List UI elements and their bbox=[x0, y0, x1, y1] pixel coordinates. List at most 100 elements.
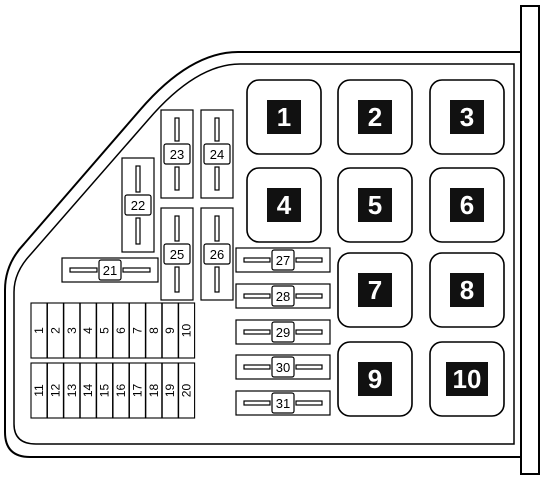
mini-fuse-2: 2 bbox=[46, 302, 64, 359]
mini-fuse-number: 1 bbox=[32, 327, 46, 334]
relay-number: 6 bbox=[460, 190, 474, 220]
relay-label-box bbox=[358, 273, 392, 307]
mini-fuse-slot bbox=[178, 362, 196, 419]
fuse-blade bbox=[214, 215, 220, 242]
mini-fuse-number: 4 bbox=[81, 327, 95, 334]
mini-fuse-number: 3 bbox=[65, 327, 79, 334]
mini-fuse-8: 8 bbox=[145, 302, 163, 359]
mini-fuse-4: 4 bbox=[79, 302, 97, 359]
mini-fuse-number: 5 bbox=[98, 327, 112, 334]
relay-label-box bbox=[450, 273, 484, 307]
relay-4: 4 bbox=[246, 167, 322, 243]
relay-label-box bbox=[267, 188, 301, 222]
fuse-label-box bbox=[271, 285, 295, 307]
mini-fuse-number: 11 bbox=[32, 384, 46, 397]
fuse-label-box bbox=[271, 321, 295, 343]
mini-fuse-number: 19 bbox=[163, 384, 177, 398]
mini-fuse-1: 1 bbox=[30, 302, 48, 359]
mini-fuse-slot bbox=[178, 302, 196, 359]
fuse-box-inner-panel bbox=[13, 63, 515, 445]
relay-5: 5 bbox=[337, 167, 413, 243]
fuse-label-box bbox=[124, 194, 152, 216]
mini-fuse-number: 6 bbox=[114, 327, 128, 334]
fuse-blade bbox=[69, 267, 98, 273]
mini-fuse-number: 9 bbox=[163, 327, 177, 334]
relay-9: 9 bbox=[337, 341, 413, 417]
mini-fuse-13: 13 bbox=[63, 362, 81, 419]
relay-number: 3 bbox=[460, 102, 474, 132]
fuse-label-box bbox=[271, 392, 295, 414]
mounting-bracket bbox=[520, 5, 540, 475]
mini-fuse-17: 17 bbox=[128, 362, 146, 419]
relay-label-box bbox=[358, 188, 392, 222]
fuse-blade bbox=[295, 257, 323, 263]
fuse-number: 21 bbox=[103, 263, 117, 278]
mini-fuse-11: 11 bbox=[30, 362, 48, 419]
fuse-number: 25 bbox=[170, 247, 184, 262]
fuse-29: 29 bbox=[235, 319, 331, 345]
fuse-blade bbox=[243, 293, 271, 299]
fuse-blade bbox=[135, 165, 141, 193]
fuse-31: 31 bbox=[235, 390, 331, 416]
mini-fuse-18: 18 bbox=[145, 362, 163, 419]
fuse-label-box bbox=[271, 356, 295, 378]
fuse-label-box bbox=[98, 259, 122, 281]
relay-6: 6 bbox=[429, 167, 505, 243]
fuse-blade bbox=[243, 364, 271, 370]
fuse-blade bbox=[174, 166, 180, 191]
fuse-number: 28 bbox=[276, 289, 290, 304]
fuse-label-box bbox=[163, 143, 191, 165]
relay-label-box bbox=[267, 100, 301, 134]
fuse-blade bbox=[174, 215, 180, 242]
mini-fuse-number: 14 bbox=[81, 384, 95, 398]
fuse-21: 21 bbox=[61, 257, 159, 283]
mini-fuse-number: 12 bbox=[48, 384, 62, 398]
mini-fuse-number: 18 bbox=[147, 384, 161, 398]
relay-3: 3 bbox=[429, 79, 505, 155]
mini-fuse-9: 9 bbox=[161, 302, 179, 359]
fuse-blade bbox=[295, 329, 323, 335]
fuse-blade bbox=[214, 266, 220, 293]
fuse-24: 24 bbox=[200, 109, 234, 199]
relay-number: 2 bbox=[368, 102, 382, 132]
fuse-label-box bbox=[203, 143, 231, 165]
mini-fuse-20: 20 bbox=[178, 362, 196, 419]
fuse-blade bbox=[243, 329, 271, 335]
mini-fuse-19: 19 bbox=[161, 362, 179, 419]
fuse-number: 30 bbox=[276, 360, 290, 375]
fuse-28: 28 bbox=[235, 283, 331, 309]
fuse-27: 27 bbox=[235, 247, 331, 273]
mini-fuse-12: 12 bbox=[46, 362, 64, 419]
mini-fuse-14: 14 bbox=[79, 362, 97, 419]
relay-number: 9 bbox=[368, 364, 382, 394]
relay-number: 10 bbox=[453, 364, 482, 394]
mini-fuse-7: 7 bbox=[128, 302, 146, 359]
relay-label-box bbox=[358, 100, 392, 134]
mini-fuse-number: 8 bbox=[147, 327, 161, 334]
fuse-blade bbox=[295, 400, 323, 406]
fuse-label-box bbox=[163, 243, 191, 265]
fuse-blade bbox=[122, 267, 151, 273]
fuse-label-box bbox=[203, 243, 231, 265]
mini-fuse-5: 5 bbox=[96, 302, 114, 359]
relay-10: 10 bbox=[429, 341, 505, 417]
mini-fuse-number: 16 bbox=[114, 384, 128, 398]
fuse-30: 30 bbox=[235, 354, 331, 380]
mini-fuse-15: 15 bbox=[96, 362, 114, 419]
relay-label-box bbox=[358, 362, 392, 396]
fuse-23: 23 bbox=[160, 109, 194, 199]
relay-number: 7 bbox=[368, 275, 382, 305]
relay-number: 5 bbox=[368, 190, 382, 220]
fuse-number: 23 bbox=[170, 147, 184, 162]
relay-1: 1 bbox=[246, 79, 322, 155]
relay-label-box bbox=[450, 188, 484, 222]
fuse-blade bbox=[214, 117, 220, 142]
fuse-number: 31 bbox=[276, 396, 290, 411]
mini-fuse-16: 16 bbox=[112, 362, 130, 419]
relay-number: 4 bbox=[277, 190, 292, 220]
fuse-number: 26 bbox=[210, 247, 224, 262]
mini-fuse-number: 15 bbox=[98, 384, 112, 398]
fuse-number: 24 bbox=[210, 147, 224, 162]
